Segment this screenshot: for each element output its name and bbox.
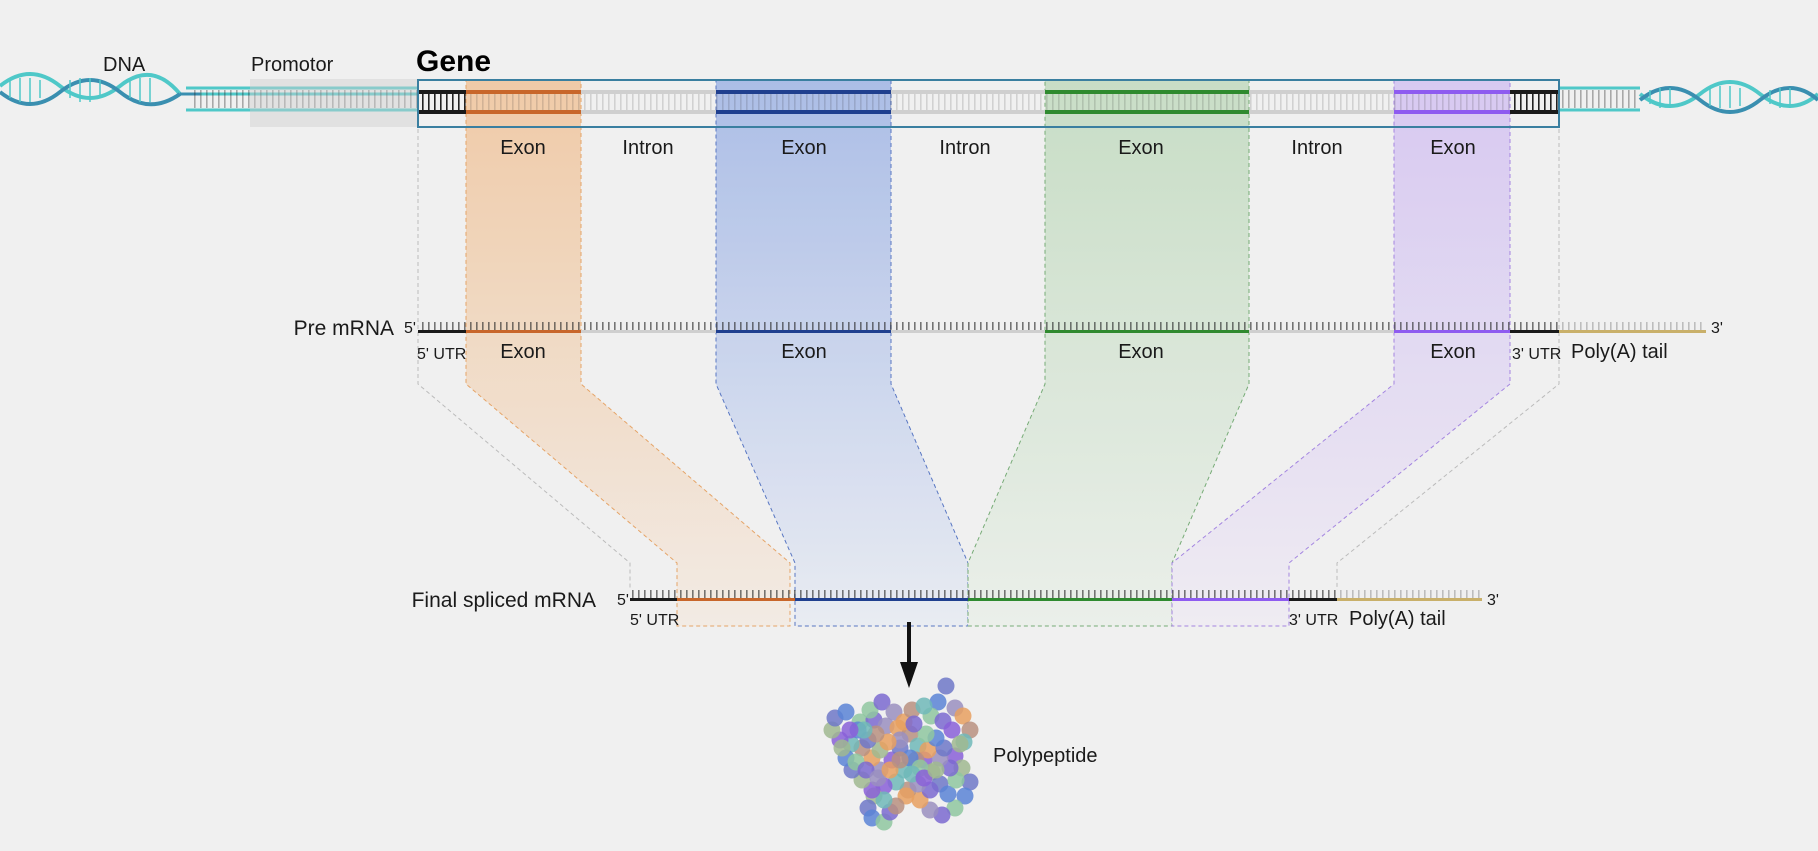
amino-acid-bead (917, 725, 935, 743)
amino-acid-bead (837, 703, 855, 721)
translation-arrow (900, 622, 918, 688)
exon-projection-bands (465, 79, 1511, 627)
amino-acid-bead (915, 769, 933, 787)
pre-mrna-exon-2-label: Exon (781, 341, 827, 363)
pre-mrna-5utr: 5' UTR (417, 346, 466, 363)
amino-acid-bead (939, 785, 957, 803)
amino-acid-bead (841, 721, 859, 739)
amino-acid-bead (929, 693, 947, 711)
amino-acid-bead (937, 677, 955, 695)
final-mrna-label: Final spliced mRNA (412, 589, 596, 612)
gene-title: Gene (416, 45, 491, 78)
amino-acid-bead (915, 697, 933, 715)
amino-acid-bead (891, 751, 909, 769)
pre-mrna-5prime: 5' (404, 320, 416, 337)
gene-box (417, 79, 1560, 128)
gene-exon-4-label: Exon (1430, 137, 1476, 159)
pre-mrna-label: Pre mRNA (294, 317, 394, 340)
final-mrna-strand (630, 590, 1482, 601)
amino-acid-bead (861, 701, 879, 719)
gene-intron-1-label: Intron (622, 137, 673, 159)
amino-acid-bead (879, 733, 897, 751)
amino-acid-bead (961, 773, 979, 791)
pre-mrna-exon-4-label: Exon (1430, 341, 1476, 363)
pre-mrna-strand (418, 322, 1706, 333)
pre-mrna-3prime: 3' (1711, 320, 1723, 337)
amino-acid-bead (919, 741, 937, 759)
gene-exon-2-label: Exon (781, 137, 827, 159)
dna-label: DNA (103, 54, 146, 76)
final-mrna-5utr: 5' UTR (630, 612, 679, 629)
amino-acid-bead (943, 721, 961, 739)
promotor-region (250, 79, 418, 127)
polypeptide-cluster (823, 677, 979, 831)
gene-intron-3-label: Intron (1291, 137, 1342, 159)
amino-acid-bead (833, 739, 851, 757)
gene-exon-3-label: Exon (1118, 137, 1164, 159)
utr-guide-lines (417, 80, 1560, 590)
amino-acid-bead (927, 761, 945, 779)
pre-mrna-exon-1-label: Exon (500, 341, 546, 363)
final-mrna-3prime: 3' (1487, 592, 1499, 609)
gene-exon-1-label: Exon (500, 137, 546, 159)
final-mrna-3utr: 3' UTR (1289, 612, 1338, 629)
gene-dna-strands (418, 90, 1559, 114)
polypeptide-label: Polypeptide (993, 745, 1098, 767)
amino-acid-bead (857, 761, 875, 779)
amino-acid-bead (905, 715, 923, 733)
pre-mrna-exon-3-label: Exon (1118, 341, 1164, 363)
amino-acid-bead (956, 787, 974, 805)
dna-helix (0, 72, 1818, 114)
amino-acid-bead (951, 735, 969, 753)
amino-acid-bead (875, 791, 893, 809)
amino-acid-bead (869, 769, 887, 787)
pre-mrna-polya: Poly(A) tail (1571, 341, 1668, 363)
amino-acid-bead (855, 721, 873, 739)
pre-mrna-3utr: 3' UTR (1512, 346, 1561, 363)
final-mrna-polya: Poly(A) tail (1349, 608, 1446, 630)
amino-acid-bead (946, 799, 964, 817)
final-mrna-5prime: 5' (617, 592, 629, 609)
gene-intron-2-label: Intron (939, 137, 990, 159)
amino-acid-bead (873, 693, 891, 711)
amino-acid-bead (954, 707, 972, 725)
promotor-label: Promotor (251, 54, 334, 76)
